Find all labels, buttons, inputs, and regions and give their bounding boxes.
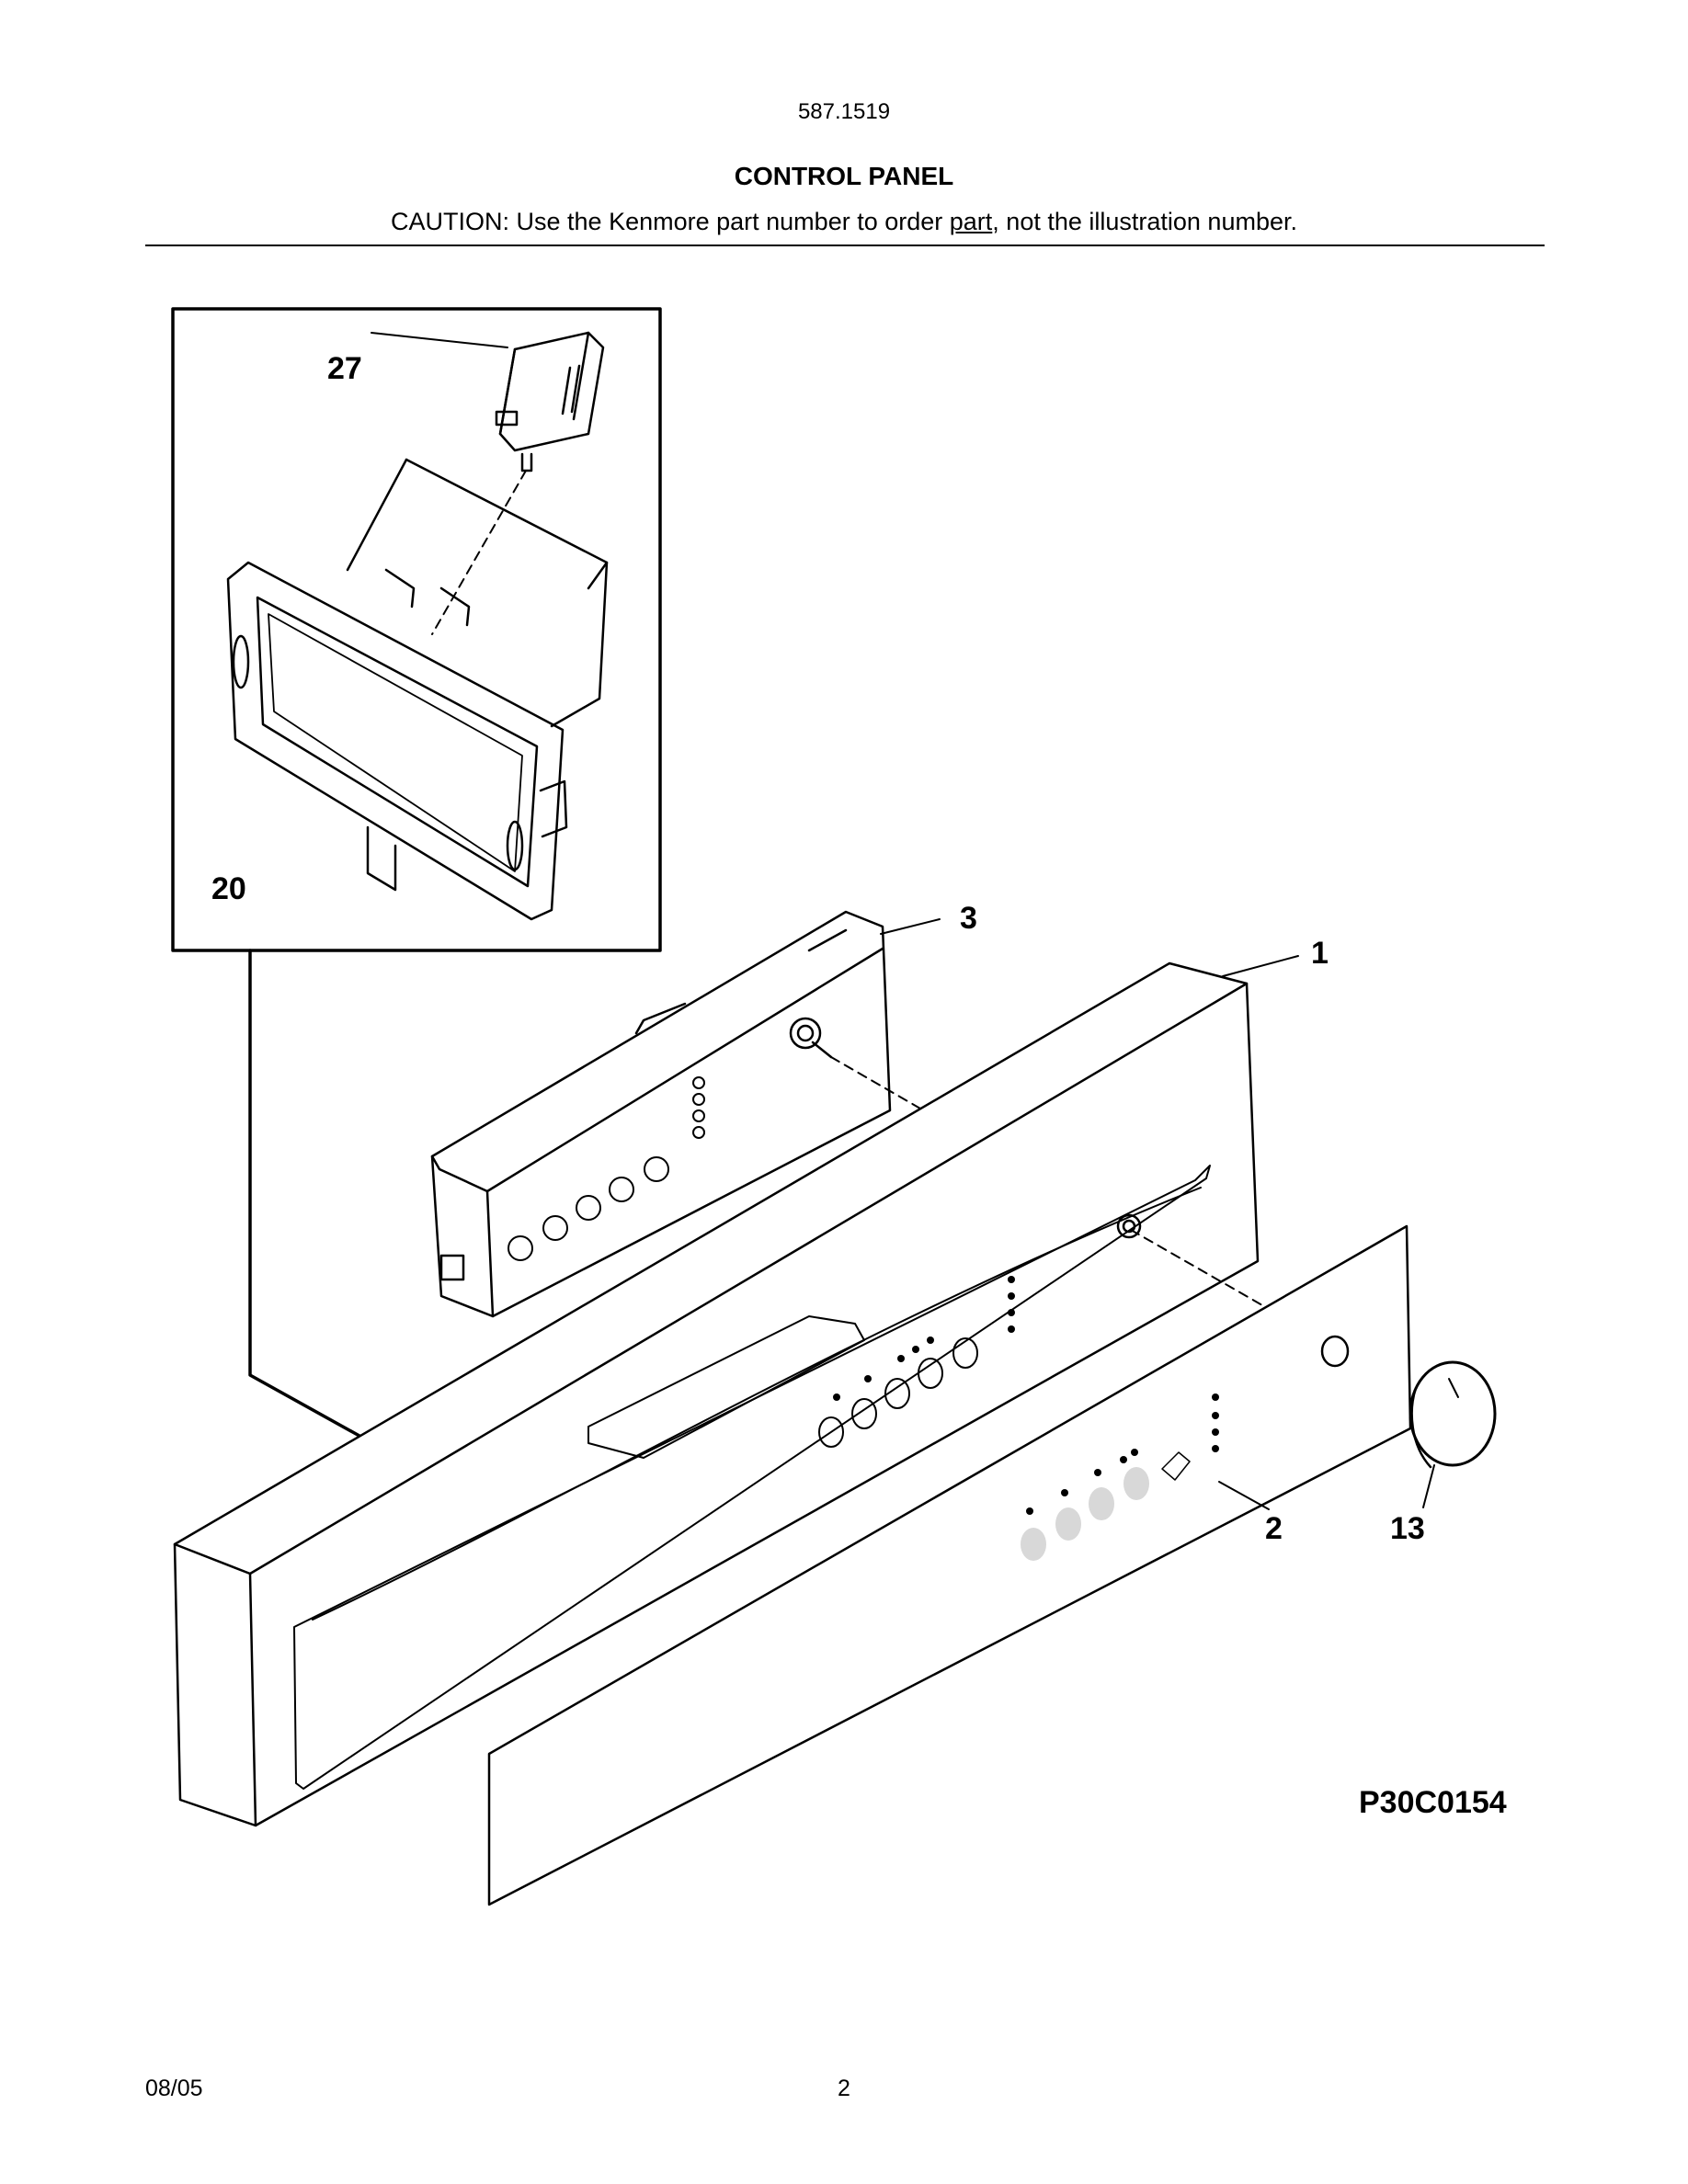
- part-20-housing: [226, 458, 609, 921]
- caution-underlined-word: part: [949, 208, 993, 235]
- part-3-control-board: [430, 910, 941, 1318]
- footer-date: 08/05: [145, 2076, 203, 2101]
- callout-1: 1: [1311, 936, 1329, 971]
- part-1-control-panel: [173, 955, 1299, 1827]
- page-title: CONTROL PANEL: [734, 162, 954, 190]
- caution-prefix: CAUTION: Use the Kenmore part number to …: [391, 208, 950, 235]
- detail-inset-box: [171, 307, 662, 1441]
- callout-3: 3: [960, 901, 977, 936]
- figure-code: P30C0154: [1359, 1785, 1507, 1820]
- part-27-switch: [371, 331, 605, 472]
- callout-2: 2: [1265, 1511, 1283, 1546]
- model-number: 587.1519: [797, 99, 891, 124]
- header-rule: [145, 245, 1545, 246]
- callout-27: 27: [327, 351, 362, 386]
- callout-20: 20: [211, 871, 246, 906]
- part-13-knob: [1409, 1360, 1497, 1508]
- footer-page-number: 2: [838, 2076, 850, 2101]
- part-2-overlay: [487, 1224, 1412, 1906]
- callout-13: 13: [1390, 1511, 1425, 1546]
- caution-note: CAUTION: Use the Kenmore part number to …: [0, 208, 1688, 236]
- caution-suffix: , not the illustration number.: [992, 208, 1297, 235]
